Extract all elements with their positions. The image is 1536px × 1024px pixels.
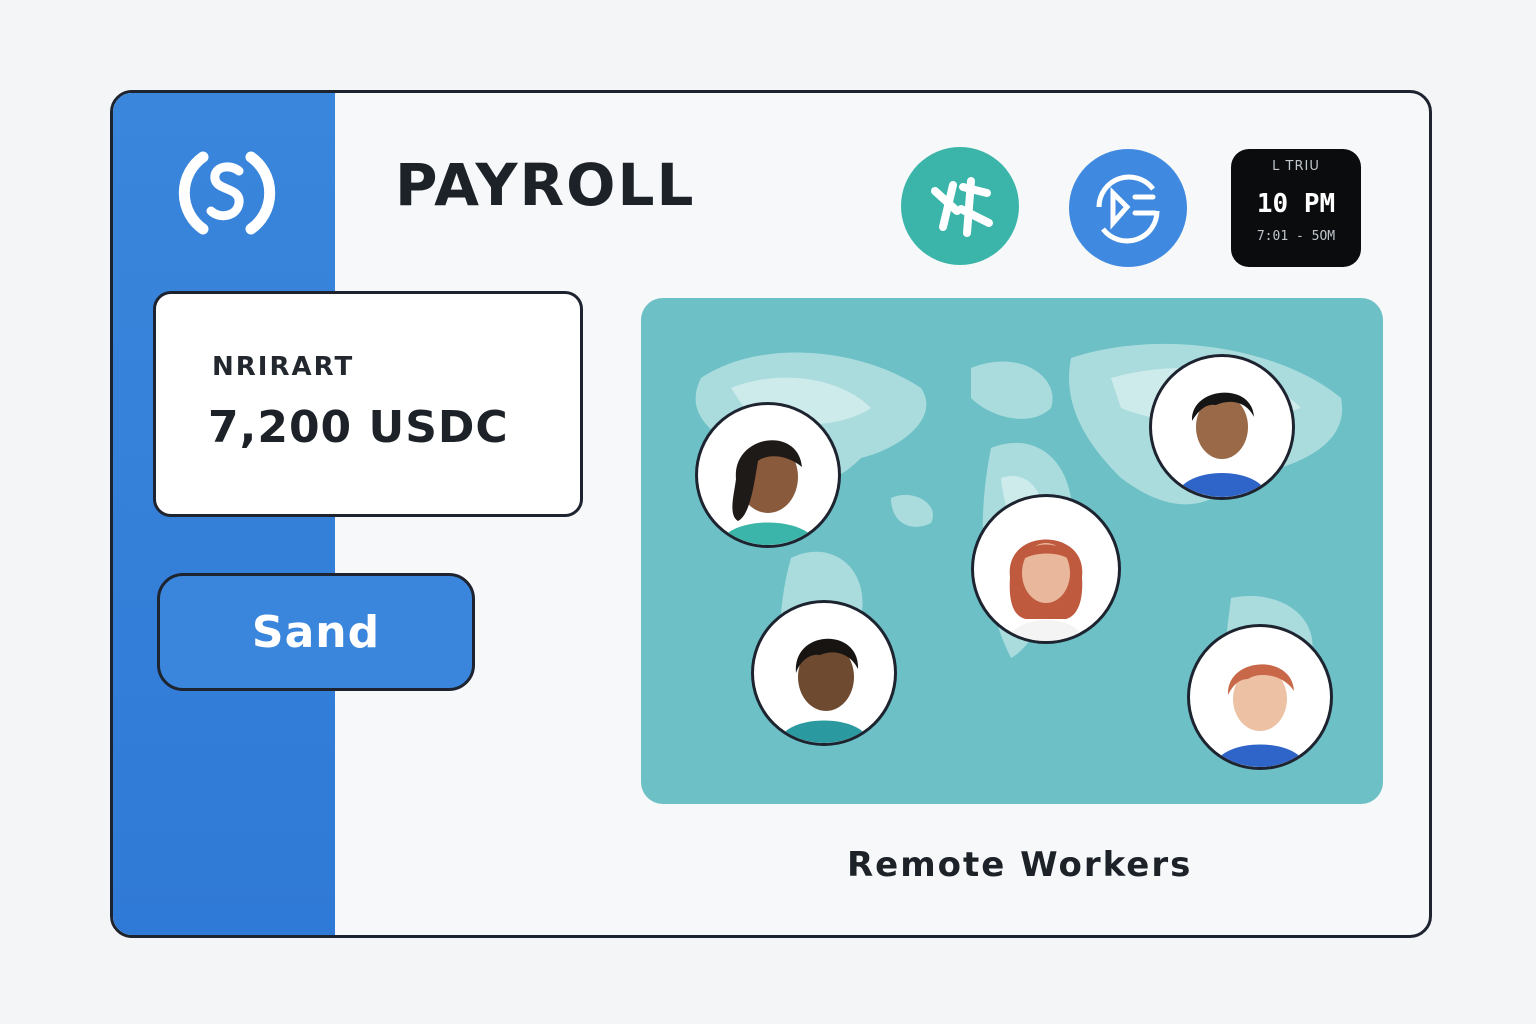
worker-avatar-3[interactable] — [971, 494, 1121, 644]
usdc-coin-icon[interactable] — [169, 135, 285, 251]
amount-label: NRIRART — [212, 352, 355, 382]
worker-avatar-1[interactable] — [695, 402, 841, 548]
map-caption: Remote Workers — [847, 845, 1193, 885]
blue-app-icon[interactable] — [1069, 149, 1187, 267]
worker-avatar-4[interactable] — [751, 600, 897, 746]
clock-widget[interactable]: L TRIU 10 PM 7:01 - 5OM — [1231, 149, 1361, 267]
worker-avatar-2[interactable] — [1149, 354, 1295, 500]
page-title: PAYROLL — [395, 151, 696, 219]
clock-range: 7:01 - 5OM — [1256, 229, 1336, 244]
send-button[interactable]: Sand — [157, 573, 475, 691]
clock-time: 10 PM — [1256, 189, 1336, 219]
amount-value: 7,200 USDC — [208, 402, 509, 453]
world-map-panel — [641, 298, 1383, 804]
teal-app-icon[interactable] — [901, 147, 1019, 265]
worker-avatar-5[interactable] — [1187, 624, 1333, 770]
clock-top-label: L TRIU — [1272, 159, 1320, 174]
payroll-window: PAYROLL L TRIU 10 PM 7:01 - 5OM NRIRART … — [110, 90, 1432, 938]
payment-amount-card: NRIRART 7,200 USDC — [153, 291, 583, 517]
